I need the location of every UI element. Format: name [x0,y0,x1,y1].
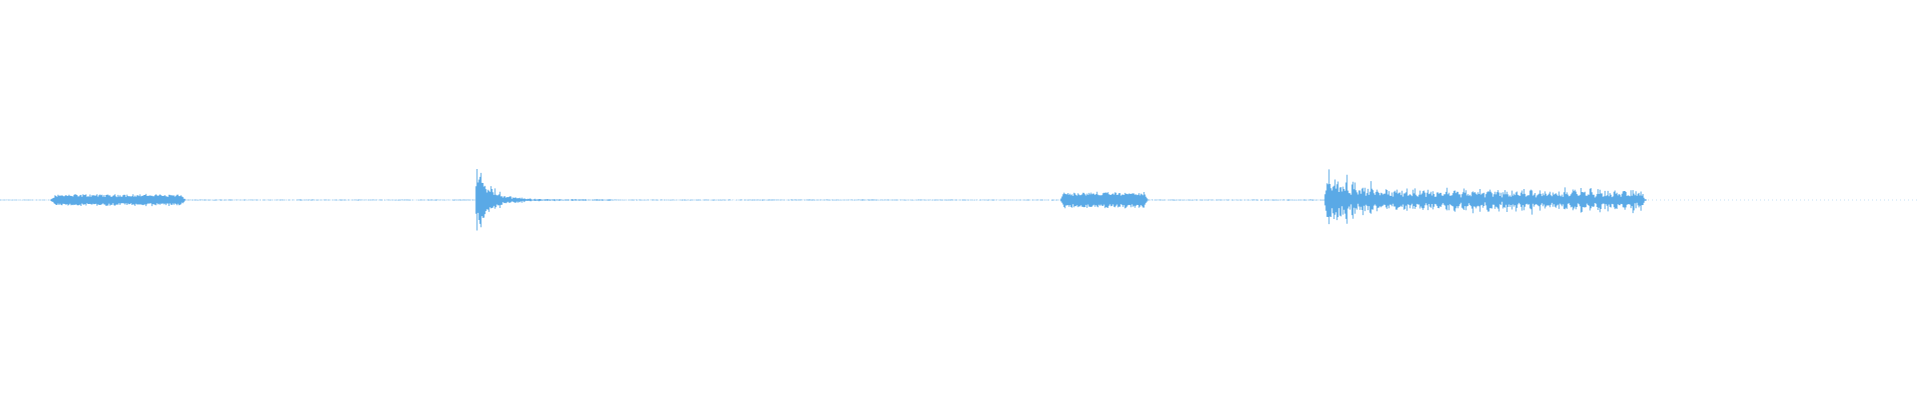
waveform-segment-noise-floor [610,199,1060,201]
waveform-segment-sustained [1060,191,1148,209]
waveform-segment-rattle [1324,169,1647,225]
waveform-segment-noise-floor [185,199,476,201]
waveform-segment-impact [475,169,611,231]
waveform-trace [0,169,1647,231]
waveform-segment-sustained [50,193,186,207]
